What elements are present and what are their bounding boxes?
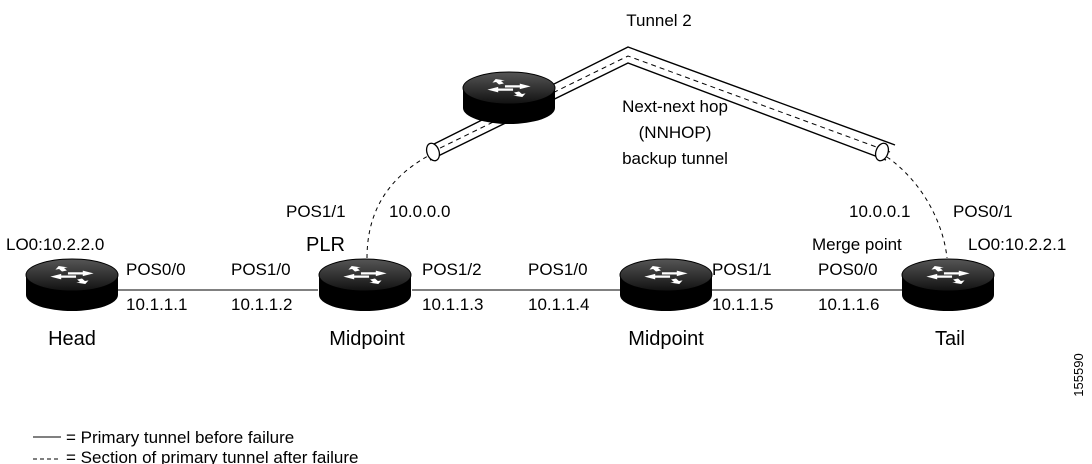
legend: = Primary tunnel before failure = Sectio…: [33, 428, 358, 464]
plr-in-port: POS1/0: [231, 260, 291, 279]
router-plr: [319, 259, 411, 311]
head-name: Head: [48, 328, 96, 350]
backup-path-right: [886, 156, 948, 259]
tunnel-end-right: [874, 142, 890, 162]
plr-out-ip: 10.1.1.3: [422, 295, 483, 314]
plr-name: Midpoint: [329, 328, 405, 350]
head-out-ip: 10.1.1.1: [126, 295, 187, 314]
mid-out-ip: 10.1.1.5: [712, 295, 773, 314]
plr-backup-port: POS1/1: [286, 202, 346, 221]
figure-id: 155590: [1071, 353, 1086, 396]
legend-dashed-text: = Section of primary tunnel after failur…: [66, 448, 358, 464]
legend-solid-text: = Primary tunnel before failure: [66, 428, 294, 447]
head-out-port: POS0/0: [126, 260, 186, 279]
plr-backup-ip: 10.0.0.0: [389, 202, 450, 221]
tail-role: Merge point: [812, 235, 902, 254]
plr-in-ip: 10.1.1.2: [231, 295, 292, 314]
backup-tunnel-line1: Next-next hop: [622, 97, 728, 116]
mid-out-port: POS1/1: [712, 260, 772, 279]
router-tail: [902, 259, 994, 311]
mid-in-port: POS1/0: [528, 260, 588, 279]
tunnel-label: Tunnel 2: [626, 11, 692, 30]
tail-name: Tail: [935, 328, 965, 350]
backup-tunnel-line3: backup tunnel: [622, 149, 728, 168]
router-midpoint: [620, 259, 712, 311]
router-head: [26, 259, 118, 311]
head-loopback: LO0:10.2.2.0: [6, 235, 104, 254]
tail-backup-ip: 10.0.0.1: [849, 202, 910, 221]
tail-in-port: POS0/0: [818, 260, 878, 279]
router-backup: [463, 72, 555, 124]
backup-tunnel-line2: (NNHOP): [639, 123, 712, 142]
tunnel-end-left: [425, 142, 441, 162]
plr-out-port: POS1/2: [422, 260, 482, 279]
tail-backup-port: POS0/1: [953, 202, 1013, 221]
mid-in-ip: 10.1.1.4: [528, 295, 589, 314]
plr-role: PLR: [306, 234, 345, 256]
tail-in-ip: 10.1.1.6: [818, 295, 879, 314]
midpoint-name: Midpoint: [628, 328, 704, 350]
tail-loopback: LO0:10.2.2.1: [968, 235, 1066, 254]
